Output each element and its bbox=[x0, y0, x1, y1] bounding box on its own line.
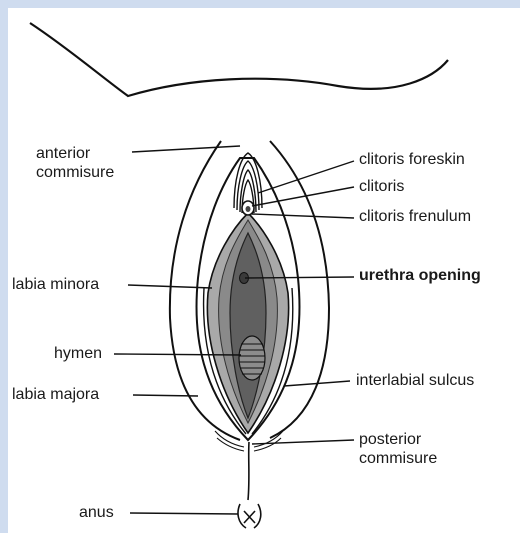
label-labia-minora: labia minora bbox=[12, 275, 99, 295]
label-interlabial-sulcus: interlabial sulcus bbox=[356, 371, 474, 391]
label-clitoris: clitoris bbox=[359, 177, 404, 197]
label-posterior-commissure-line1: posterior bbox=[359, 430, 421, 450]
leader-urethra-opening bbox=[245, 277, 354, 278]
anus-mark bbox=[238, 504, 261, 528]
label-clitoris-foreskin: clitoris foreskin bbox=[359, 150, 465, 170]
label-anterior-commissure-line2: commisure bbox=[36, 163, 114, 183]
diagram-canvas: anterior commisure clitoris foreskin cli… bbox=[8, 8, 520, 533]
leader-clitoris-foreskin bbox=[258, 161, 354, 193]
label-hymen: hymen bbox=[54, 344, 102, 364]
leader-posterior-commissure bbox=[252, 440, 354, 444]
hymen bbox=[239, 336, 265, 380]
clitoris-tip bbox=[246, 206, 251, 212]
label-anterior-commissure-line1: anterior bbox=[36, 144, 90, 164]
label-posterior-commissure-line2: commisure bbox=[359, 449, 437, 469]
leader-hymen bbox=[114, 354, 241, 355]
label-anus: anus bbox=[79, 503, 114, 523]
label-urethra-opening: urethra opening bbox=[359, 266, 481, 286]
abdomen-contour bbox=[30, 23, 448, 96]
label-labia-majora: labia majora bbox=[12, 385, 99, 405]
leader-anus bbox=[130, 513, 238, 514]
perineum-line bbox=[248, 442, 249, 500]
leader-anterior-commissure bbox=[132, 146, 240, 152]
label-clitoris-frenulum: clitoris frenulum bbox=[359, 207, 471, 227]
leader-labia-majora bbox=[133, 395, 198, 396]
